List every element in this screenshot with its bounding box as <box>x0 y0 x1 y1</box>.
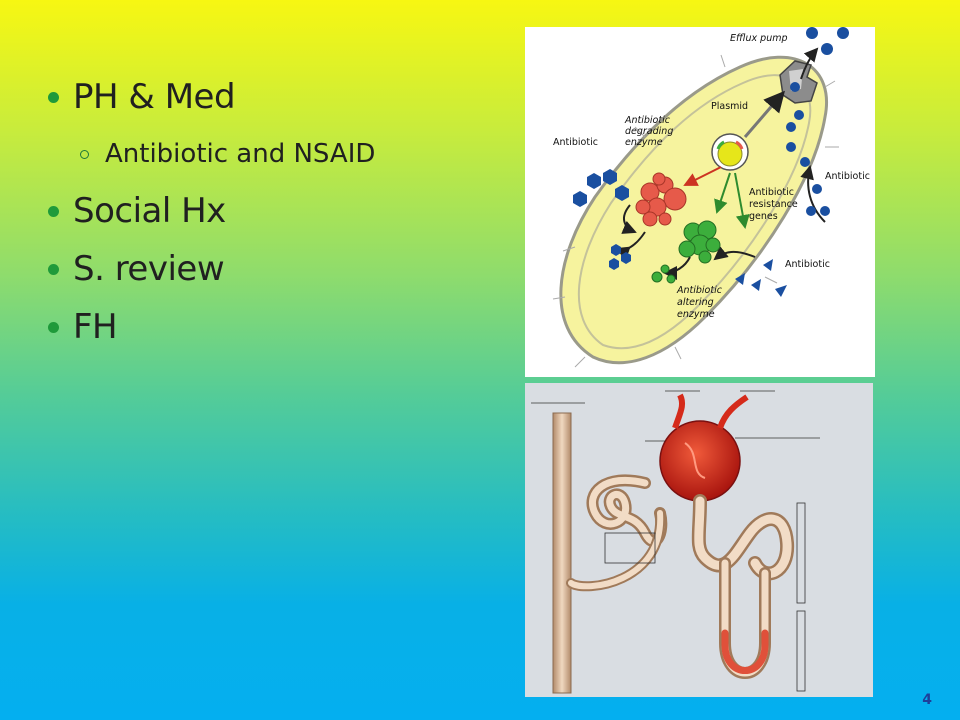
nephron-illustration <box>525 383 873 697</box>
bacteria-resistance-diagram: Efflux pump Plasmid Antibiotic degrading… <box>525 27 875 377</box>
bullet-dot-icon <box>48 205 59 217</box>
resistance-genes-label-2: resistance <box>749 199 798 210</box>
antibiotic-label-left: Antibiotic <box>553 137 598 148</box>
bullet-dot-icon <box>48 91 59 103</box>
altering-enzyme-cluster <box>651 220 721 284</box>
sub-bullet-text: Antibiotic and NSAID <box>105 139 376 169</box>
sub-bullet-item: Antibiotic and NSAID <box>48 126 508 182</box>
bullet-text: FH <box>73 307 118 347</box>
bullet-text: S. review <box>73 249 225 289</box>
bacteria-diagram-svg: Efflux pump Plasmid Antibiotic degrading… <box>552 27 870 368</box>
bullet-dot-icon <box>48 263 59 275</box>
degrading-enzyme-label-2: degrading <box>625 126 673 137</box>
nephron-svg <box>531 390 820 694</box>
degrading-enzyme-cluster <box>635 172 687 227</box>
collecting-duct <box>552 412 572 694</box>
bullet-item: PH & Med <box>48 68 508 126</box>
sub-bullet-ring-icon <box>80 149 89 159</box>
altering-enzyme-label-2: altering <box>677 297 714 308</box>
resistance-genes-label-3: genes <box>749 211 778 222</box>
resistance-genes-label-1: Antibiotic <box>749 187 794 198</box>
antibiotic-molecules-circle <box>786 27 849 216</box>
degrading-enzyme-label-1: Antibiotic <box>624 115 671 126</box>
degrading-enzyme-label-3: enzyme <box>625 137 663 148</box>
antibiotic-molecules-triangle <box>735 259 787 297</box>
plasmid-label: Plasmid <box>711 101 748 112</box>
bullet-item: Social Hx <box>48 182 508 240</box>
bullet-item: FH <box>48 298 508 356</box>
pili <box>552 54 839 368</box>
bullet-dot-icon <box>48 321 59 333</box>
glomerulus-icon <box>659 393 749 502</box>
antibiotic-label-right: Antibiotic <box>825 171 870 182</box>
antibiotic-molecules-hexagon <box>573 169 631 270</box>
bullet-list: PH & Med Antibiotic and NSAID Social Hx … <box>48 68 508 356</box>
antibiotic-label-bottom: Antibiotic <box>785 259 830 270</box>
label-lines <box>531 390 820 692</box>
bullet-text: Social Hx <box>73 191 226 231</box>
bullet-item: S. review <box>48 240 508 298</box>
page-number: 4 <box>922 692 932 708</box>
efflux-pump-label: Efflux pump <box>730 33 788 44</box>
plasmid-icon <box>711 133 749 171</box>
altering-enzyme-label-3: enzyme <box>677 309 715 320</box>
bullet-text: PH & Med <box>73 77 236 117</box>
altering-enzyme-label-1: Antibiotic <box>676 285 723 296</box>
tubule <box>566 474 795 679</box>
